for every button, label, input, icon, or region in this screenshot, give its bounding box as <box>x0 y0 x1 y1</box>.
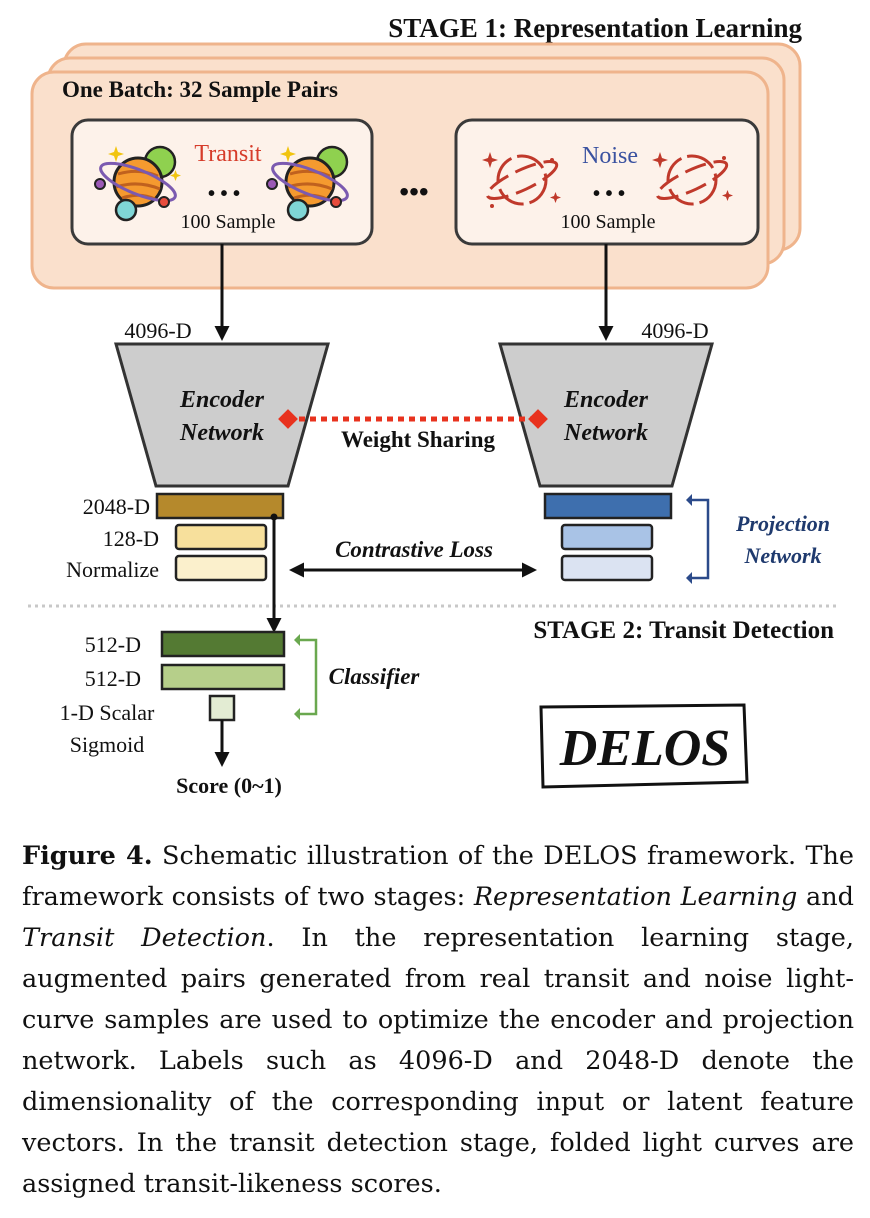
delos-logo: DELOS <box>559 720 730 777</box>
weight-sharing-label: Weight Sharing <box>341 427 496 452</box>
right-feature-layer <box>543 492 673 520</box>
left-feature-layer <box>155 492 285 520</box>
weight-sharing-diamond-right <box>528 409 548 429</box>
weight-sharing-diamond-left <box>278 409 298 429</box>
classifier-layer1-dim: 512-D <box>85 632 141 657</box>
caption-text-1: Schematic illustration of the DELOS fram… <box>22 841 854 912</box>
left-encoder-label-1: Encoder <box>179 387 265 413</box>
transit-label: Transit <box>194 141 261 167</box>
planet-icon <box>94 145 181 222</box>
classifier-label: Classifier <box>329 664 421 689</box>
projection-bracket-arrow <box>686 572 692 584</box>
classifier-bracket-arrow <box>294 634 300 646</box>
left-projection-layer <box>174 523 268 551</box>
batch-label: One Batch: 32 Sample Pairs <box>62 77 338 102</box>
right-input-dim: 4096-D <box>641 318 708 343</box>
delos-logo-box <box>539 703 749 789</box>
left-encoder-label-2: Network <box>179 420 264 446</box>
left-normalize: Normalize <box>66 557 159 582</box>
noise-planet-icon <box>652 152 733 206</box>
figure-caption: Figure 4. Schematic illustration of the … <box>22 836 854 1205</box>
left-input-dim: 4096-D <box>124 318 191 343</box>
delos-diagram: STAGE 1: Representation Learning One Bat… <box>28 13 840 798</box>
classifier-layer3-label-2: Sigmoid <box>70 732 145 757</box>
projection-bracket <box>692 498 710 580</box>
transit-dots: • • • <box>208 183 240 205</box>
projection-label-2: Network <box>744 543 822 568</box>
figure-label: Figure 4. <box>22 841 153 871</box>
noise-planet-icon <box>482 152 561 208</box>
noise-dots: • • • <box>593 183 625 205</box>
contrastive-loss-label: Contrastive Loss <box>335 537 493 562</box>
stage1-title: STAGE 1: Representation Learning <box>388 13 802 43</box>
classifier-bracket-arrow <box>294 708 300 720</box>
projection-label-1: Projection <box>735 511 830 536</box>
caption-text-3: . In the representation learning stage, … <box>22 923 854 1199</box>
right-projection-layer <box>560 523 654 551</box>
noise-label: Noise <box>582 143 638 169</box>
classifier-layer3-label-1: 1-D Scalar <box>60 700 155 725</box>
stage2-title: STAGE 2: Transit Detection <box>533 617 834 644</box>
left-proj-dim: 128-D <box>103 526 159 551</box>
transit-count: 100 Sample <box>181 211 276 233</box>
projection-bracket-arrow <box>686 494 692 506</box>
caption-italic-1: Representation Learning <box>473 882 798 912</box>
score-label: Score (0~1) <box>176 773 282 798</box>
caption-text-2: and <box>797 882 854 912</box>
noise-count: 100 Sample <box>561 211 656 233</box>
classifier-layer-1 <box>160 630 286 658</box>
caption-italic-2: Transit Detection <box>22 923 267 953</box>
left-feat-dim: 2048-D <box>83 494 150 519</box>
planet-icon <box>266 145 349 222</box>
right-normalize-layer <box>560 554 654 582</box>
batch-ellipsis: ••• <box>399 176 428 207</box>
left-encoder <box>114 342 330 488</box>
right-encoder-label-2: Network <box>563 420 648 446</box>
right-encoder-label-1: Encoder <box>563 387 649 413</box>
classifier-layer-3 <box>208 694 236 722</box>
classifier-layer2-dim: 512-D <box>85 666 141 691</box>
classifier-bracket <box>300 638 318 716</box>
right-encoder <box>498 342 714 488</box>
classifier-layer-2 <box>160 663 286 691</box>
left-normalize-layer <box>174 554 268 582</box>
